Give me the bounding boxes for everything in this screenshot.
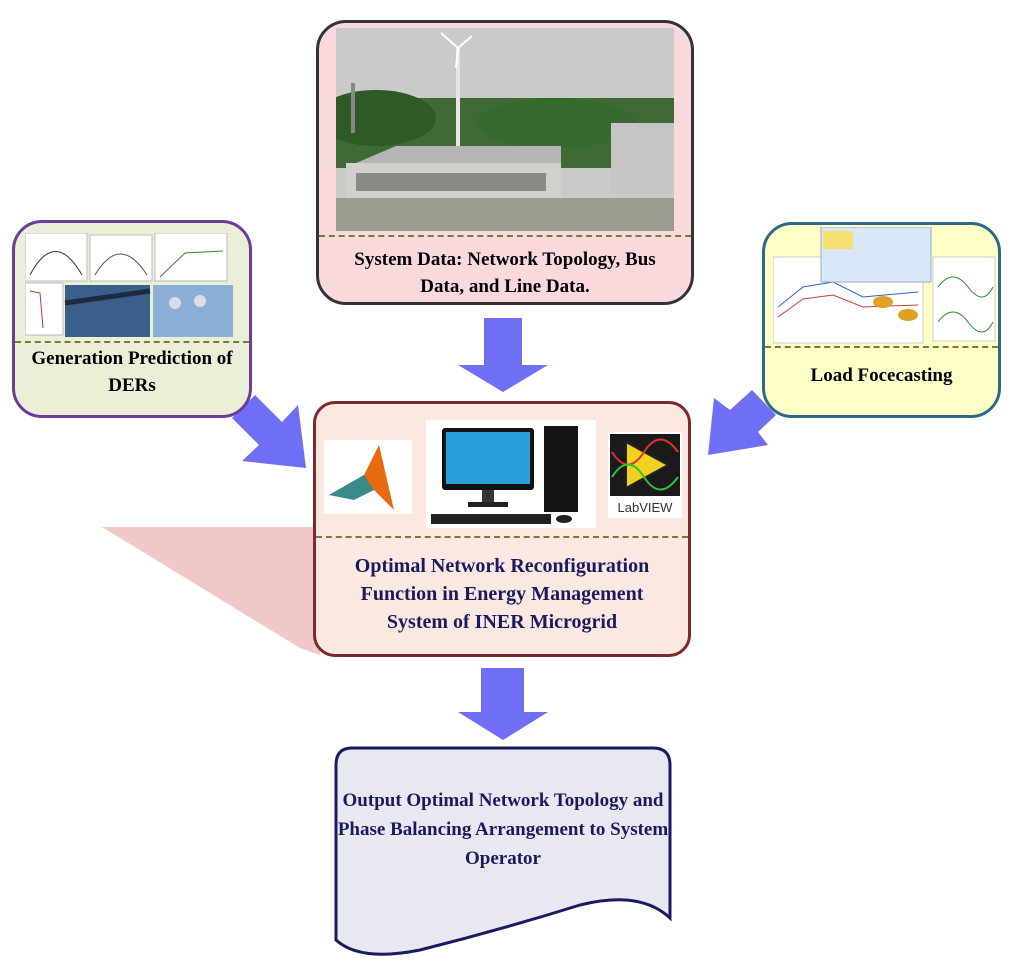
central-ems-label: Optimal Network Reconfiguration Function…: [354, 555, 650, 633]
load-forecasting-box: Load Focecasting: [762, 222, 1001, 418]
arrow-right-icon: [708, 390, 776, 455]
arrow-down-bottom-icon: [458, 668, 548, 740]
computer-icon: [426, 420, 596, 528]
matlab-logo-icon: [324, 440, 412, 514]
der-images: [25, 233, 240, 339]
load-forecasting-label: Load Focecasting: [810, 365, 953, 386]
load-charts-image: [773, 227, 998, 345]
generation-prediction-box: Generation Prediction of DERs: [12, 220, 252, 418]
system-data-label: System Data: Network Topology, Bus Data,…: [354, 249, 656, 297]
system-data-box: System Data: Network Topology, Bus Data,…: [316, 20, 694, 305]
arrow-down-top-icon: [458, 318, 548, 392]
labview-text: LabVIEW: [618, 500, 674, 515]
output-label: Output Optimal Network Topology and Phas…: [337, 790, 669, 869]
arrow-left-icon: [232, 395, 306, 468]
labview-logo-icon: LabVIEW: [608, 432, 682, 518]
central-ems-box: LabVIEW Optimal Network Reconfiguration …: [313, 401, 691, 657]
microgrid-photo: [336, 28, 674, 231]
generation-prediction-label: Generation Prediction of DERs: [31, 348, 233, 396]
